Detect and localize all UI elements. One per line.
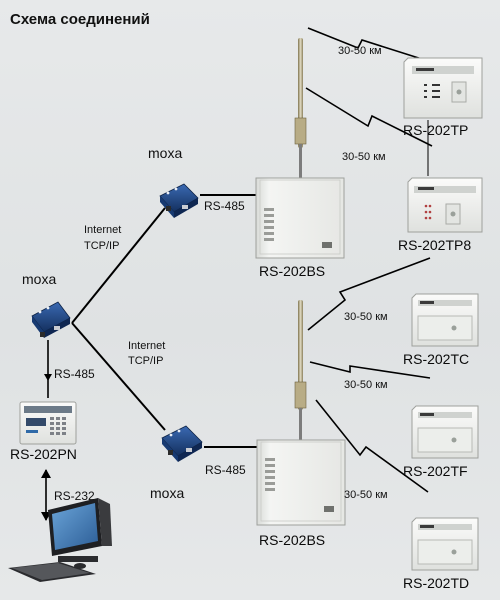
antenna-top <box>294 38 307 180</box>
internet-link-bottom <box>71 322 166 431</box>
radio-link-tp8 <box>307 257 431 331</box>
moxa-label-top: moxa <box>148 145 182 161</box>
wires <box>41 194 257 521</box>
computer-icon <box>8 498 112 582</box>
moxa-label-left: moxa <box>22 271 56 287</box>
remote-unit-tp <box>403 57 483 119</box>
moxa-converter-bottom <box>161 425 203 462</box>
tcpip-label-top: TCP/IP <box>84 240 119 252</box>
device-label-tp8: RS-202TP8 <box>398 237 471 253</box>
internet-label-bottom: Internet <box>128 340 165 352</box>
device-label-pn: RS-202PN <box>10 446 77 462</box>
distance-label-4: 30-50 км <box>344 379 388 391</box>
device-label-tf: RS-202TF <box>403 463 468 479</box>
internet-link-top <box>71 207 166 324</box>
remote-unit-td <box>411 517 479 571</box>
distance-label-2: 30-50 км <box>342 151 386 163</box>
remote-unit-tc <box>411 293 479 347</box>
control-panel-pn <box>19 401 77 445</box>
radio-links <box>305 27 433 493</box>
device-label-td: RS-202TD <box>403 575 469 591</box>
base-station-bottom <box>256 439 346 526</box>
remote-unit-tf <box>411 405 479 459</box>
device-label-tc: RS-202TC <box>403 351 469 367</box>
antenna-bottom <box>294 300 307 444</box>
base-station-top <box>255 177 345 259</box>
device-label-bs-top: RS-202BS <box>259 263 325 279</box>
radio-link-tf <box>309 361 431 379</box>
device-label-bs-bottom: RS-202BS <box>259 532 325 548</box>
moxa-converter-top <box>159 183 199 218</box>
remote-unit-tp8 <box>407 177 483 233</box>
rs485-label-top: RS-485 <box>204 199 245 213</box>
distance-label-1: 30-50 км <box>338 45 382 57</box>
radio-link-tp-1 <box>307 27 426 61</box>
moxa-converter-left <box>31 301 71 338</box>
rs485-label-pn: RS-485 <box>54 367 95 381</box>
rs485-label-bottom: RS-485 <box>205 463 246 477</box>
distance-label-5: 30-50 км <box>344 489 388 501</box>
arrow-down-icon <box>44 374 52 381</box>
rs232-label: RS-232 <box>54 489 95 503</box>
distance-label-3: 30-50 км <box>344 311 388 323</box>
radio-link-td <box>315 399 429 493</box>
radio-link-tp-2 <box>305 87 433 147</box>
internet-label-top: Internet <box>84 224 121 236</box>
device-label-tp: RS-202TP <box>403 122 468 138</box>
tcpip-label-bottom: TCP/IP <box>128 355 163 367</box>
moxa-label-bottom: moxa <box>150 485 184 501</box>
arrow-up-icon <box>41 469 51 478</box>
diagram-title: Схема соединений <box>10 11 150 28</box>
